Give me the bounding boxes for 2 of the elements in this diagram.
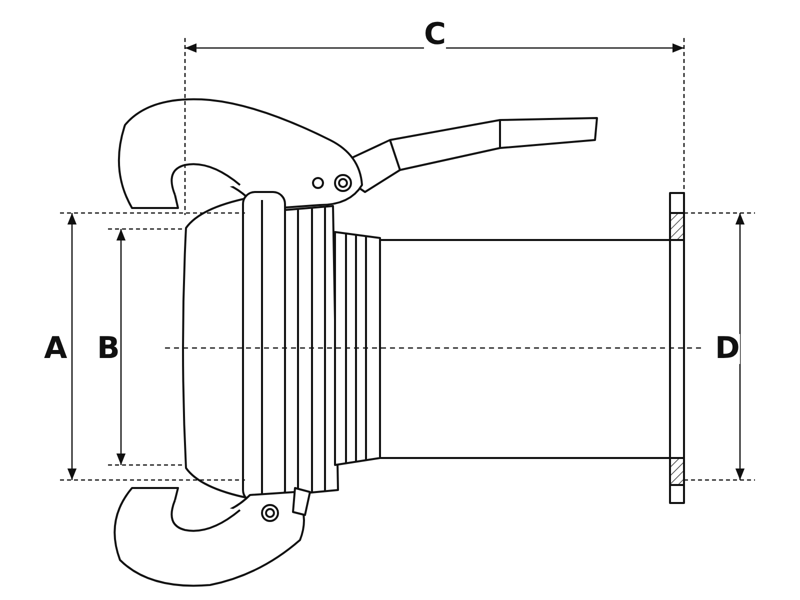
dimension-label: D (715, 334, 740, 364)
dimension-label: C (424, 20, 446, 50)
